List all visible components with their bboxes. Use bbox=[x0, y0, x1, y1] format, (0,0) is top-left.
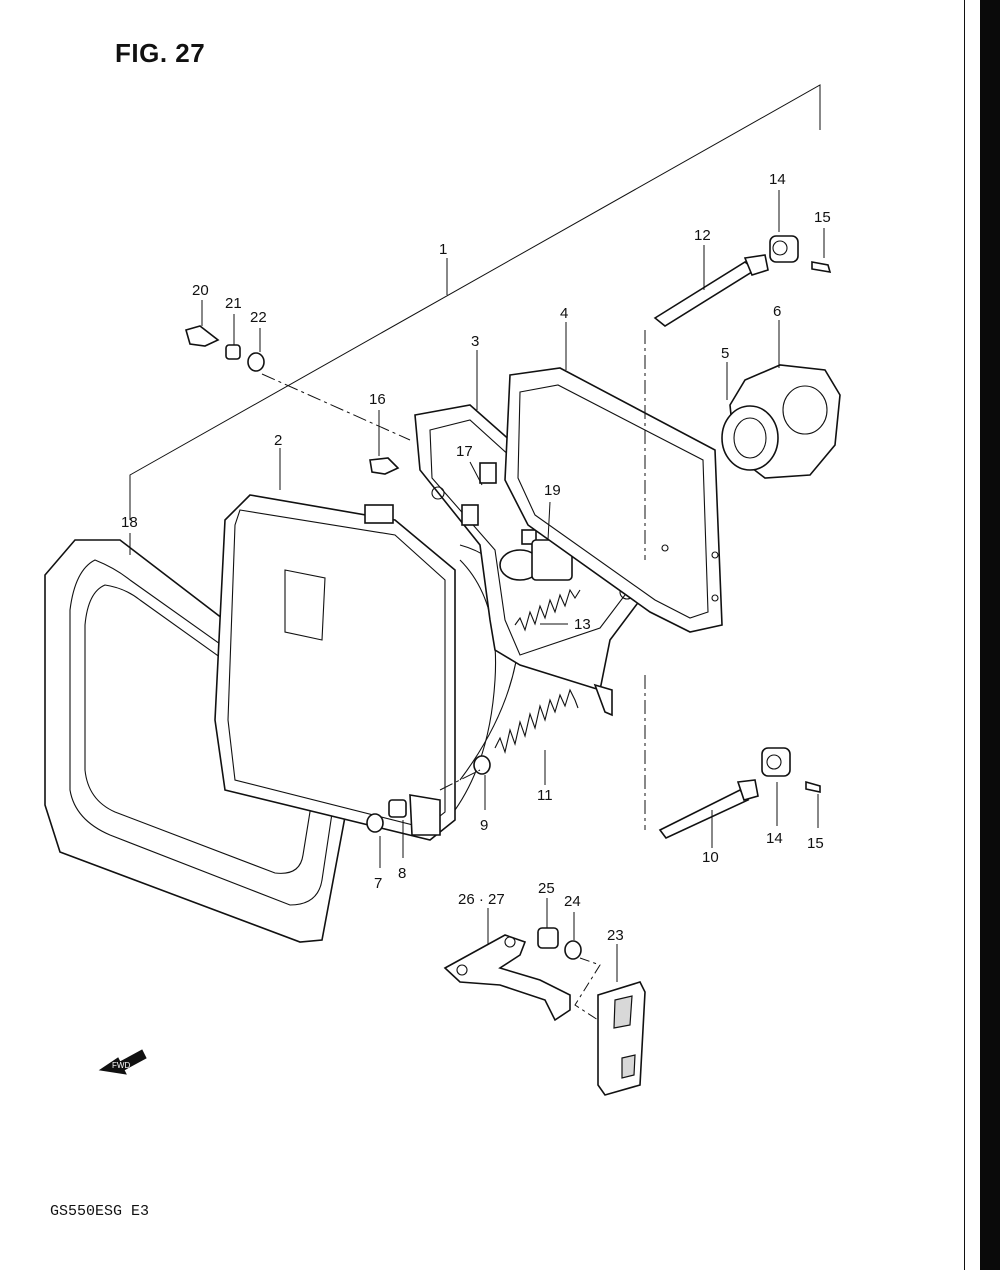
adjuster-knob-upper bbox=[769, 235, 832, 273]
spring-long bbox=[494, 688, 579, 754]
screw-20 bbox=[185, 325, 220, 347]
small-fasteners bbox=[366, 755, 491, 836]
fwd-label: FWD bbox=[112, 1061, 130, 1070]
spring-short bbox=[514, 588, 581, 632]
callout-26-27: 26 · 27 bbox=[458, 891, 505, 908]
leader-lines bbox=[129, 190, 825, 1021]
callout-10: 10 bbox=[702, 849, 719, 866]
nut-and-washer-24-25 bbox=[537, 927, 582, 960]
callout-3: 3 bbox=[471, 333, 479, 350]
callout-23: 23 bbox=[607, 927, 624, 944]
callout-25: 25 bbox=[538, 880, 555, 897]
callout-15-lower: 15 bbox=[807, 835, 824, 852]
adjusting-screw-lower bbox=[658, 779, 759, 839]
washer-22 bbox=[247, 352, 265, 372]
callout-17: 17 bbox=[456, 443, 473, 460]
callout-16: 16 bbox=[369, 391, 386, 408]
callout-8: 8 bbox=[398, 865, 406, 882]
washer-7 bbox=[366, 813, 384, 833]
callout-15-upper: 15 bbox=[814, 209, 831, 226]
callout-14-lower: 14 bbox=[766, 830, 783, 847]
lockwasher-21 bbox=[225, 344, 241, 360]
callout-6: 6 bbox=[773, 303, 781, 320]
headlight-case-gasket bbox=[504, 367, 723, 633]
screw-16 bbox=[369, 457, 400, 475]
callout-18: 18 bbox=[121, 514, 138, 531]
callout-5: 5 bbox=[721, 345, 729, 362]
callout-12: 12 bbox=[694, 227, 711, 244]
callout-24: 24 bbox=[564, 893, 581, 910]
callout-21: 21 bbox=[225, 295, 242, 312]
figure-title: FIG. 27 bbox=[115, 38, 206, 68]
callout-4: 4 bbox=[560, 305, 568, 322]
adjuster-knob-lower bbox=[761, 747, 821, 793]
reflector-bracket bbox=[443, 934, 571, 1022]
callout-20: 20 bbox=[192, 282, 209, 299]
sealed-beam-lens bbox=[214, 494, 521, 841]
reflector-23 bbox=[597, 981, 646, 1096]
adjacent-page-edge bbox=[964, 0, 981, 1270]
callout-2: 2 bbox=[274, 432, 282, 449]
nut-8 bbox=[388, 799, 407, 818]
callout-11: 11 bbox=[537, 787, 553, 804]
callout-14-upper: 14 bbox=[769, 171, 786, 188]
screws-and-washers bbox=[185, 325, 400, 475]
model-code: GS550ESG E3 bbox=[50, 1203, 150, 1220]
forward-direction-arrow: FWD bbox=[98, 1049, 147, 1075]
callout-7: 7 bbox=[374, 875, 382, 892]
callout-13: 13 bbox=[574, 616, 591, 633]
callout-9: 9 bbox=[480, 817, 488, 834]
callout-22: 22 bbox=[250, 309, 267, 326]
headlight-rim bbox=[44, 539, 356, 943]
adjusting-screw-upper bbox=[653, 254, 769, 327]
callout-1: 1 bbox=[439, 241, 447, 258]
washer-9 bbox=[473, 755, 491, 775]
page-border-strip bbox=[980, 0, 1000, 1270]
assembly-bracket-1 bbox=[129, 84, 821, 520]
socket-and-cover bbox=[721, 364, 841, 479]
callout-numbers: 1 2 3 4 5 6 7 8 9 10 11 12 13 14 14 15 1… bbox=[121, 171, 831, 944]
callout-19: 19 bbox=[544, 482, 561, 499]
